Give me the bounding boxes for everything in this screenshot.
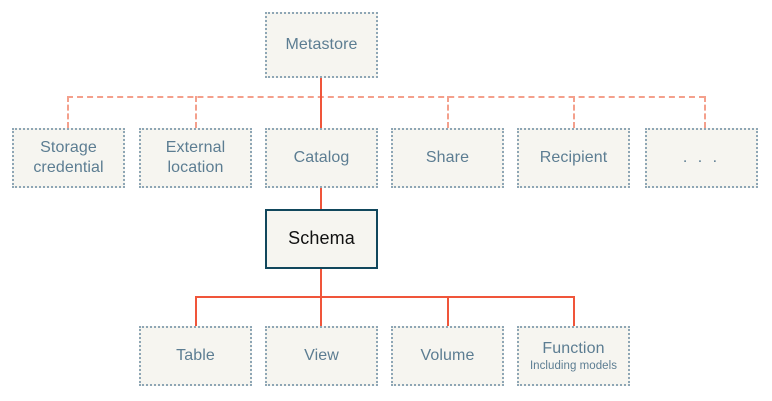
connector-drop-catalog <box>320 96 322 128</box>
node-external-location[interactable]: External location <box>139 128 252 188</box>
node-schema-label: Schema <box>288 228 355 249</box>
node-catalog-label: Catalog <box>293 149 350 167</box>
connector-level4-bus <box>195 296 574 298</box>
node-share-label: Share <box>425 149 470 167</box>
connector-drop-external-location <box>195 96 197 128</box>
connector-drop-more <box>704 96 706 128</box>
node-storage-credential-label: Storage credential <box>33 139 104 176</box>
node-storage-credential[interactable]: Storage credential <box>12 128 125 188</box>
connector-drop-storage-credential <box>67 96 69 128</box>
node-function[interactable]: Function Including models <box>517 326 630 386</box>
connector-drop-share <box>447 96 449 128</box>
connector-drop-volume <box>447 296 449 326</box>
node-table-label: Table <box>176 347 215 365</box>
node-function-sublabel: Including models <box>529 360 618 373</box>
node-metastore-label: Metastore <box>285 36 358 54</box>
node-recipient[interactable]: Recipient <box>517 128 630 188</box>
connector-level2-bus <box>67 96 705 98</box>
node-metastore[interactable]: Metastore <box>265 12 378 78</box>
node-catalog[interactable]: Catalog <box>265 128 378 188</box>
connector-schema-stem <box>320 269 322 297</box>
node-schema[interactable]: Schema <box>265 209 378 269</box>
connector-drop-function <box>573 296 575 326</box>
connector-catalog-to-schema <box>320 188 322 209</box>
node-table[interactable]: Table <box>139 326 252 386</box>
node-function-label: Function <box>542 339 605 357</box>
node-share[interactable]: Share <box>391 128 504 188</box>
node-more[interactable]: . . . <box>645 128 758 188</box>
node-more-label: . . . <box>682 149 721 167</box>
node-view[interactable]: View <box>265 326 378 386</box>
connector-drop-table <box>195 296 197 326</box>
node-view-label: View <box>304 347 339 365</box>
node-volume[interactable]: Volume <box>391 326 504 386</box>
node-recipient-label: Recipient <box>539 149 608 167</box>
node-volume-label: Volume <box>420 347 475 365</box>
node-external-location-label: External location <box>165 139 226 176</box>
connector-metastore-stem <box>320 78 322 97</box>
connector-drop-recipient <box>573 96 575 128</box>
connector-drop-view <box>320 296 322 326</box>
